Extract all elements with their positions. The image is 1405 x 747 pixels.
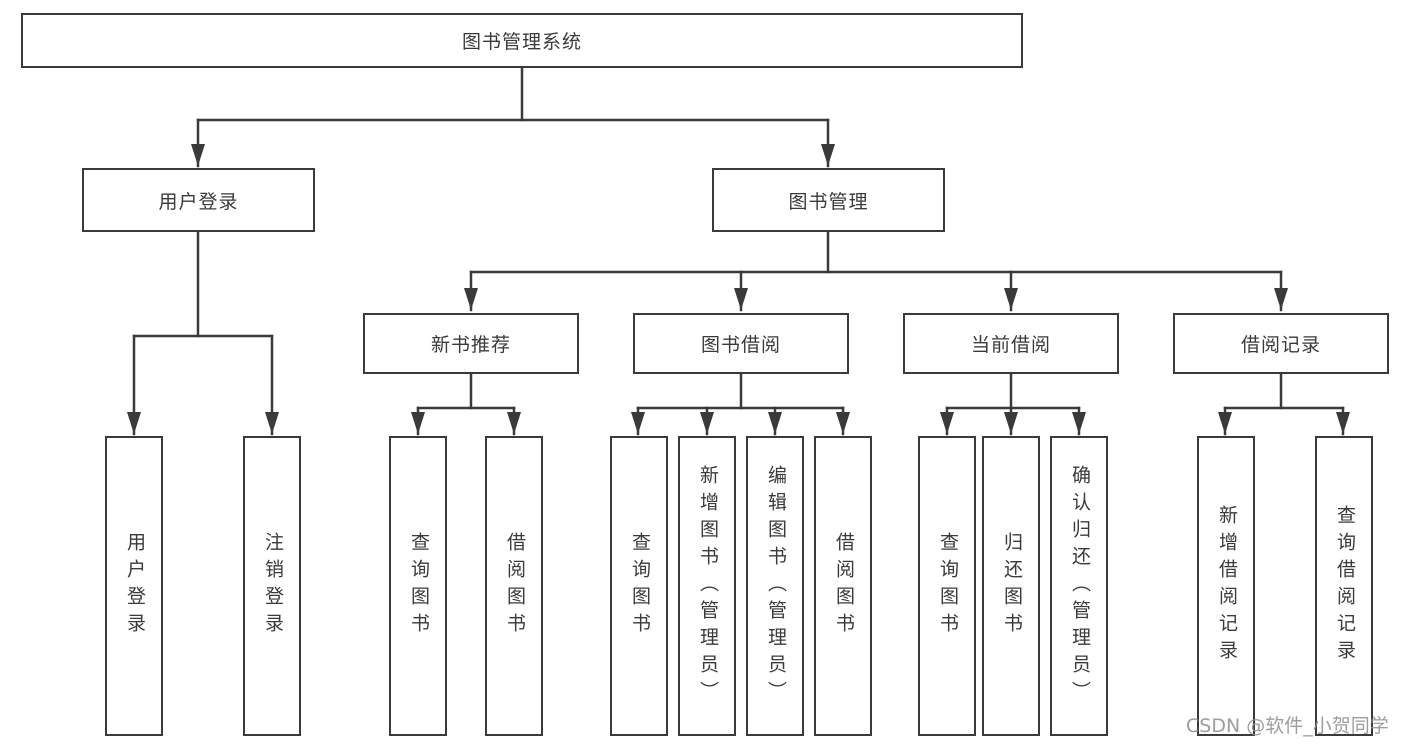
node-leaf-add-borrow-record: 新增借阅记录: [1197, 436, 1255, 736]
node-current-borrow: 当前借阅: [903, 313, 1119, 374]
node-leaf-borrow-books-label: 借阅图书: [832, 532, 855, 640]
node-leaf-confirm-return-admin: 确认归还（管理员）: [1050, 436, 1108, 736]
node-leaf-return-books-label: 归还图书: [1000, 532, 1023, 640]
node-root: 图书管理系统: [21, 13, 1023, 68]
node-leaf-add-books-admin-label: 新增图书（管理员）: [696, 464, 719, 708]
node-leaf-logout: 注销登录: [243, 436, 301, 736]
node-new-book-recommend-label: 新书推荐: [430, 334, 511, 356]
node-leaf-recommend-borrow-books-label: 借阅图书: [503, 532, 526, 640]
node-leaf-return-books: 归还图书: [982, 436, 1040, 736]
node-new-book-recommend: 新书推荐: [363, 313, 579, 374]
node-book-management: 图书管理: [712, 168, 945, 232]
node-leaf-current-query-books: 查询图书: [918, 436, 976, 736]
node-leaf-add-books-admin: 新增图书（管理员）: [678, 436, 736, 736]
node-leaf-query-borrow-record: 查询借阅记录: [1315, 436, 1373, 736]
node-root-label: 图书管理系统: [461, 31, 582, 53]
connector-arrows: [127, 118, 1350, 436]
node-book-management-label: 图书管理: [788, 190, 869, 213]
node-leaf-edit-books-admin: 编辑图书（管理员）: [746, 436, 804, 736]
node-leaf-edit-books-admin-label: 编辑图书（管理员）: [764, 464, 787, 708]
node-leaf-logout-label: 注销登录: [261, 532, 284, 640]
node-leaf-current-query-books-label: 查询图书: [936, 532, 959, 640]
node-user-login-label: 用户登录: [158, 190, 239, 213]
node-current-borrow-label: 当前借阅: [970, 334, 1051, 356]
node-leaf-borrow-query-books: 查询图书: [610, 436, 668, 736]
node-book-borrow-label: 图书借阅: [700, 334, 781, 356]
node-borrow-records-label: 借阅记录: [1240, 334, 1321, 356]
node-leaf-borrow-books: 借阅图书: [814, 436, 872, 736]
connector-lines: [132, 66, 1345, 410]
node-user-login: 用户登录: [82, 168, 315, 232]
node-leaf-recommend-query-books-label: 查询图书: [407, 532, 430, 640]
node-leaf-recommend-borrow-books: 借阅图书: [485, 436, 543, 736]
node-leaf-confirm-return-admin-label: 确认归还（管理员）: [1068, 464, 1091, 708]
node-borrow-records: 借阅记录: [1173, 313, 1389, 374]
node-leaf-add-borrow-record-label: 新增借阅记录: [1215, 505, 1238, 667]
node-leaf-borrow-query-books-label: 查询图书: [628, 532, 651, 640]
node-leaf-user-login: 用户登录: [105, 436, 163, 736]
node-leaf-user-login-label: 用户登录: [123, 532, 146, 640]
csdn-watermark: CSDN @软件_小贺同学: [1186, 715, 1389, 737]
node-leaf-query-borrow-record-label: 查询借阅记录: [1333, 505, 1356, 667]
node-book-borrow: 图书借阅: [633, 313, 849, 374]
node-leaf-recommend-query-books: 查询图书: [389, 436, 447, 736]
